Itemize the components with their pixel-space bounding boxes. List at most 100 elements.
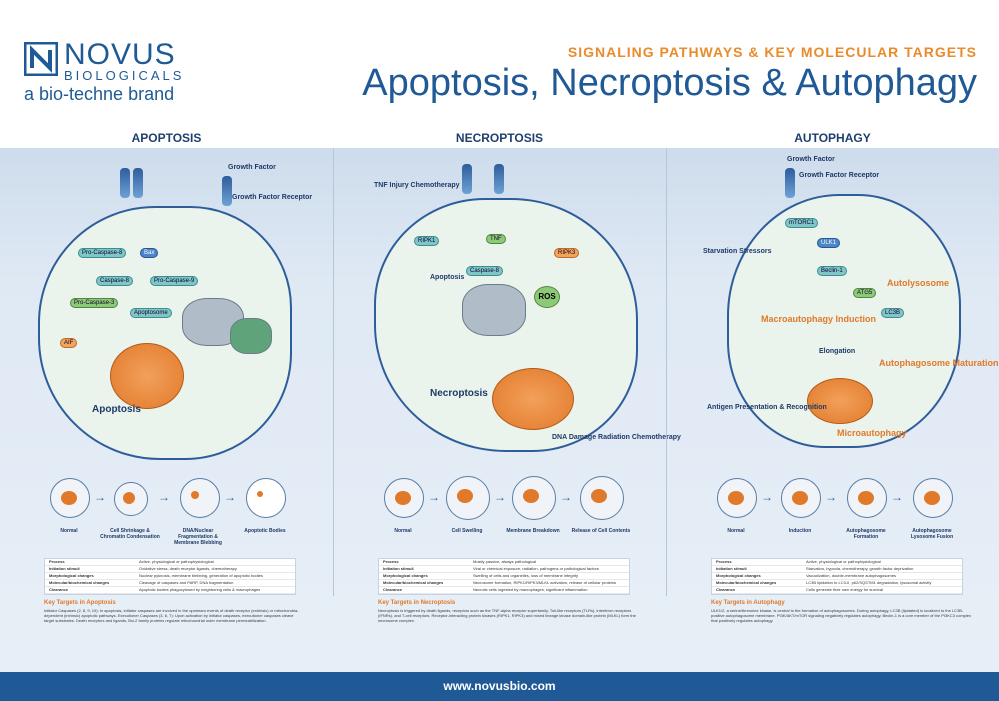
apoptosis-stages: → → → Normal Cell Shrinkage & Chromatin … <box>0 478 333 588</box>
growth-factor-receptor-label: Growth Factor Receptor <box>232 194 313 201</box>
necroptosis-nucleus <box>492 368 574 430</box>
pathway-node: Pro-Caspase-3 <box>70 298 119 308</box>
stage-label: Apoptotic Bodies <box>244 528 286 534</box>
mitochondria-icon <box>462 284 526 336</box>
apoptosis-panel: Growth Factor Growth Factor Receptor Pro… <box>0 148 333 623</box>
pathway-node: Bax <box>140 248 159 258</box>
stage-apoptotic-bodies <box>246 478 286 518</box>
tnf-label: TNF Injury Chemotherapy <box>374 182 460 189</box>
pathway-node: Pro-Caspase-9 <box>150 276 199 286</box>
key-targets-title: Key Targets in Autophagy <box>711 600 785 606</box>
stage-autophagosome-cell <box>847 478 887 518</box>
autophagy-panel: Growth Factor Growth Factor Receptor Sta… <box>666 148 999 623</box>
brand-sub: BIOLOGICALS <box>64 68 185 83</box>
pathway-node: Apoptosome <box>130 308 172 318</box>
stage-label: Induction <box>788 528 812 534</box>
section-title-autophagy: AUTOPHAGY <box>666 128 999 148</box>
stage-label: Membrane Breakdown <box>506 528 560 534</box>
stage-normal-cell <box>717 478 757 518</box>
pathway-node: ATG5 <box>853 288 877 298</box>
autolysosome-label: Autolysosome <box>887 278 950 288</box>
arrow-icon: → <box>428 490 440 504</box>
pathway-node: ULK1 <box>817 238 841 248</box>
antigen-presentation-label: Antigen Presentation & Recognition <box>707 404 827 411</box>
arrow-icon: → <box>158 490 170 504</box>
growth-factor-receptor-label: Growth Factor Receptor <box>799 172 880 179</box>
growth-factor-receptor-icon <box>222 176 232 206</box>
dna-damage-label: DNA Damage Radiation Chemotherapy <box>552 434 681 441</box>
stage-label: Normal <box>727 528 745 534</box>
stage-fusion-cell <box>913 478 953 518</box>
starvation-label: Starvation Stressors <box>703 248 772 255</box>
ros-node: ROS <box>534 286 560 308</box>
arrow-icon: → <box>560 490 572 504</box>
stage-label: DNA/Nuclear Fragmentation & Membrane Ble… <box>174 528 222 546</box>
stage-fragmentation-cell <box>180 478 220 518</box>
pathway-node: RIPK3 <box>554 248 580 258</box>
stage-normal-cell <box>384 478 424 518</box>
section-title-necroptosis: NECROPTOSIS <box>333 128 666 148</box>
elongation-label: Elongation <box>819 348 856 355</box>
pathway-node: Beclin-1 <box>817 266 847 276</box>
pathway-node: mTORC1 <box>785 218 819 228</box>
receptor-icon <box>120 168 130 198</box>
apoptosis-label: Apoptosis <box>92 404 141 415</box>
necroptosis-stages: → → → Normal Cell Swelling Membrane Brea… <box>334 476 667 588</box>
arrow-icon: → <box>494 490 506 504</box>
website-link[interactable]: www.novusbio.com <box>443 679 556 693</box>
pathway-node: TNF <box>486 234 506 244</box>
key-targets-title: Key Targets in Apoptosis <box>44 600 116 606</box>
necroptosis-key-targets: Key Targets in Necroptosis Necroptosis i… <box>378 600 638 623</box>
brand-name: NOVUS <box>64 38 176 71</box>
key-targets-title: Key Targets in Necroptosis <box>378 600 456 606</box>
pathway-node: RIPK1 <box>414 236 440 246</box>
stage-label: Cell Swelling <box>451 528 483 534</box>
poster-subtitle: SIGNALING PATHWAYS & KEY MOLECULAR TARGE… <box>567 44 977 60</box>
header: NOVUS BIOLOGICALS a bio-techne brand SIG… <box>0 0 999 129</box>
receptor-icon <box>494 164 504 194</box>
autophagy-stages: → → → Normal Induction Autophagosome For… <box>667 478 999 588</box>
autophagy-key-targets: Key Targets in Autophagy ULK1/2, a serin… <box>711 600 971 623</box>
growth-factor-receptor-icon <box>785 168 795 198</box>
stage-label: Normal <box>394 528 412 534</box>
stage-swelling-cell <box>446 476 490 520</box>
pathway-node: LC3B <box>881 308 905 318</box>
necroptosis-label: Necroptosis <box>430 388 488 399</box>
key-targets-body: Necroptosis is triggered by death ligand… <box>378 608 636 623</box>
stage-release-cell <box>580 476 624 520</box>
stage-shrinkage-cell <box>114 482 148 516</box>
pathway-node: Pro-Caspase-8 <box>78 248 127 258</box>
footer: www.novusbio.com <box>0 672 999 701</box>
receptor-icon <box>462 164 472 194</box>
poster-title: Apoptosis, Necroptosis & Autophagy <box>362 62 977 104</box>
receptor-icon <box>133 168 143 198</box>
arrow-icon: → <box>825 490 837 504</box>
autophagy-nucleus <box>807 378 873 424</box>
growth-factor-label: Growth Factor <box>787 156 835 163</box>
microautophagy-label: Microautophagy <box>837 428 907 438</box>
arrow-icon: → <box>891 490 903 504</box>
maturation-label: Autophagosome Maturation <box>879 358 999 368</box>
stage-induction-cell <box>781 478 821 518</box>
brand-tagline: a bio-techne brand <box>24 84 175 104</box>
arrow-icon: → <box>761 490 773 504</box>
apoptosis-nucleus <box>110 343 184 409</box>
growth-factor-label: Growth Factor <box>228 164 276 171</box>
pathway-node: Caspase-8 <box>466 266 504 276</box>
key-targets-body: Initiator Caspases (2, 8, 9, 10): In apo… <box>44 608 299 623</box>
